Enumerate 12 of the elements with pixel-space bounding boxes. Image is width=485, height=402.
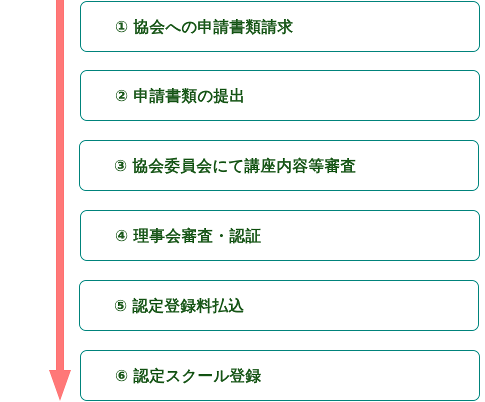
step-box	[80, 210, 480, 261]
step-box	[79, 280, 479, 331]
step-box	[80, 350, 480, 401]
step-box	[80, 1, 480, 52]
step-label: ④ 理事会審査・認証	[115, 226, 262, 246]
step-label: ③ 協会委員会にて講座内容等審査	[114, 156, 357, 176]
step-label: ⑥ 認定スクール登録	[115, 366, 262, 386]
step-label: ② 申請書類の提出	[115, 86, 246, 106]
step-box	[80, 70, 480, 121]
step-label: ① 協会への申請書類請求	[115, 17, 294, 37]
step-box	[79, 140, 479, 191]
step-label: ⑤ 認定登録料払込	[114, 296, 245, 316]
